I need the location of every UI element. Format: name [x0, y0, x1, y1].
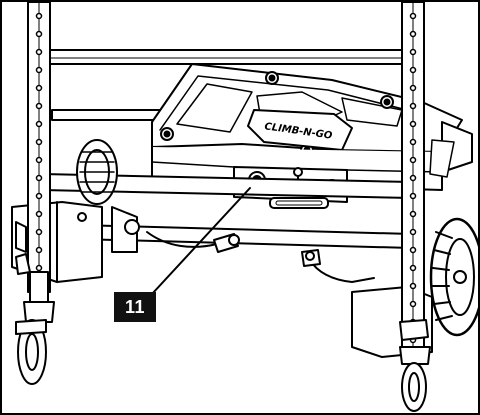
callout-leader-line: [151, 187, 251, 295]
left-post: [15, 2, 55, 385]
machine-housing: CLIMB-N-GO: [151, 63, 473, 209]
callout-number: 11: [124, 296, 146, 317]
left-wheel: [76, 139, 118, 205]
cables: [146, 231, 375, 283]
right-post: [399, 2, 431, 412]
callout-label: 11: [114, 292, 156, 322]
right-wheel: [429, 217, 478, 337]
